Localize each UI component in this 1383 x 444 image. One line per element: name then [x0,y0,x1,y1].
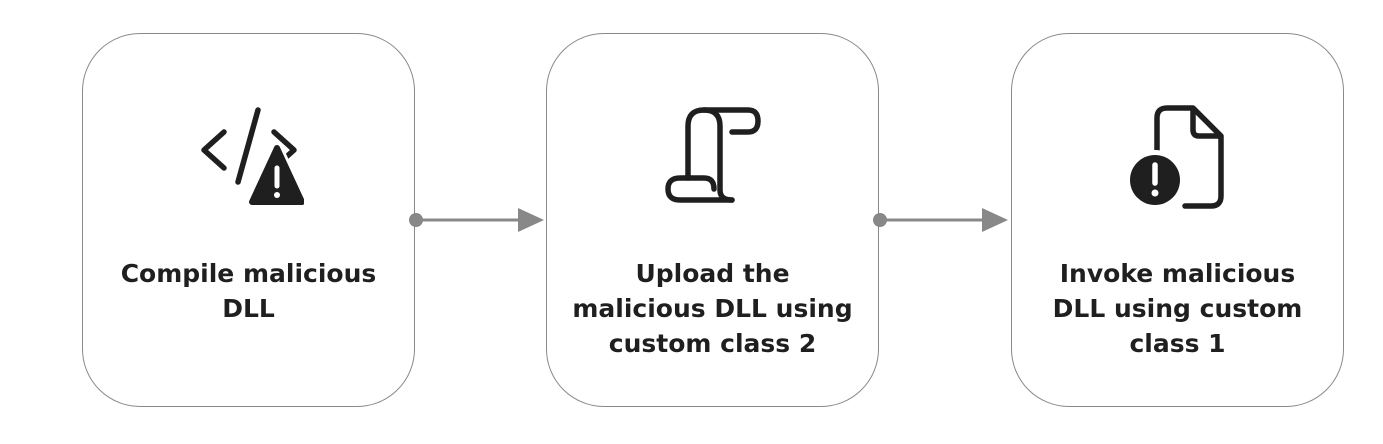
step-label: Compile malicious DLL [120,259,377,323]
connector-arrow [872,205,1012,235]
document-error-icon [1123,102,1233,212]
step-label: Invoke malicious DLL using custom class … [1052,259,1303,358]
scroll-icon [658,102,768,212]
connector-arrow [408,205,548,235]
step-card-invoke: Invoke malicious DLL using custom class … [1011,33,1344,407]
step-card-compile: Compile malicious DLL [82,33,415,407]
step-label: Upload the malicious DLL using custom cl… [572,259,853,358]
code-warning-icon [194,102,304,212]
step-card-upload: Upload the malicious DLL using custom cl… [546,33,879,407]
